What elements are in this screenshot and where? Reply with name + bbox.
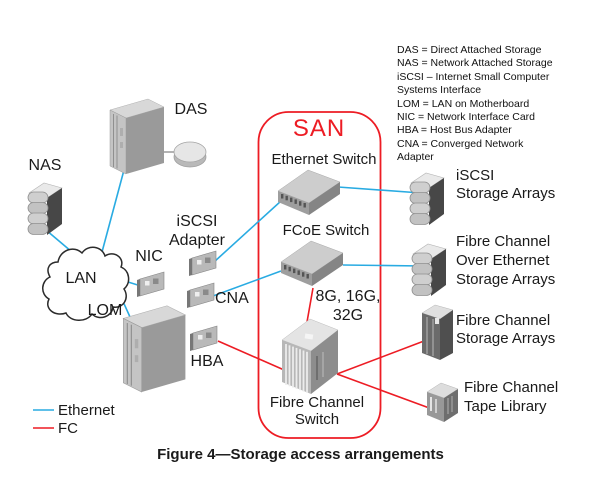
tape-library-label-line: Fibre Channel (464, 379, 559, 396)
link-server-lan (101, 169, 125, 253)
iscsi-adapter-card-icon (188, 250, 217, 277)
fc-switch-label: Fibre Channel Switch (255, 394, 379, 428)
nas-icon (27, 182, 63, 236)
link-hba-fc-switch (217, 340, 292, 374)
link-fc-switch-fc-arrays (336, 340, 425, 375)
cna-label: CNA (215, 290, 249, 307)
host-server-icon (122, 305, 186, 393)
link-fc-switch-tape-library (336, 373, 433, 410)
fcoe-switch-icon (280, 240, 344, 287)
iscsi-adapter-label: iSCSI Adapter (155, 212, 239, 250)
iscsi-adapter-label-line: iSCSI (176, 213, 218, 230)
glossary-line: DAS = Direct Attached Storage (397, 44, 542, 56)
tape-library-icon (426, 382, 459, 422)
legend-ethernet-label: Ethernet (58, 402, 115, 419)
fc-arrays-label-line: Storage Arrays (456, 330, 556, 347)
das-disk-icon (173, 141, 207, 168)
fc-arrays-icon (421, 304, 454, 360)
glossary-line: NAS = Network Attached Storage (397, 57, 553, 70)
fc-switch-icon (281, 318, 339, 394)
tape-library-label: Fibre Channel Tape Library (464, 378, 558, 416)
fcoe-switch-label: FCoE Switch (282, 222, 370, 239)
glossary-line: iSCSI – Internet Small Computer (397, 70, 550, 83)
hba-card-icon (189, 325, 218, 352)
legend-fc-label: FC (58, 420, 78, 437)
glossary-line: HBA = Host Bus Adapter (397, 124, 512, 137)
lan-cloud (42, 246, 130, 321)
iscsi-arrays-label-line: Storage Arrays (456, 185, 556, 202)
fc-arrays-label-line: Fibre Channel (456, 312, 551, 329)
iscsi-arrays-label-line: iSCSI (456, 167, 495, 184)
fc-speed-label: 8G, 16G, 32G (299, 287, 397, 325)
lom-label: LOM (87, 302, 123, 319)
glossary-line: CNA = Converged Network (397, 137, 524, 150)
hba-label: HBA (190, 353, 224, 370)
cna-card-icon (186, 282, 215, 309)
fcoe-arrays-label-line: Fibre Channel (456, 233, 551, 250)
lan-label: LAN (65, 270, 97, 287)
fcoe-arrays-label-line: Over Ethernet (456, 252, 550, 269)
fc-switch-label-line: Fibre Channel (269, 394, 365, 411)
glossary-line: Systems Interface (397, 84, 482, 97)
san-boundary (257, 111, 382, 439)
iscsi-arrays-icon (409, 172, 445, 226)
figure-caption: Figure 4—Storage access arrangements (157, 446, 444, 463)
fc-speed-line: 32G (332, 307, 364, 324)
iscsi-arrays-label: iSCSI Storage Arrays (456, 167, 555, 203)
link-iscsi-adapter-eth-switch (213, 200, 282, 263)
tape-library-label-line: Tape Library (464, 398, 547, 415)
link-nas-lan (45, 229, 73, 253)
glossary-line: Adapter (397, 151, 434, 164)
link-cna-fcoe-switch (212, 270, 282, 297)
fc-arrays-label: Fibre Channel Storage Arrays (456, 312, 555, 348)
ethernet-switch-icon (277, 169, 341, 216)
glossary-line: LOM = LAN on Motherboard (397, 97, 530, 110)
san-label: SAN (292, 115, 346, 142)
fcoe-arrays-icon (411, 243, 447, 297)
glossary-line: NIC = Network Interface Card (397, 111, 536, 124)
fcoe-arrays-label-line: Storage Arrays (456, 271, 556, 288)
nas-label: NAS (28, 157, 62, 174)
link-eth-switch-iscsi-arrays (337, 186, 422, 194)
link-fcoe-switch-fcoe-arrays (342, 264, 423, 267)
das-server-icon (109, 98, 165, 175)
fc-speed-line: 8G, 16G, (315, 288, 381, 305)
glossary: DAS = Direct Attached Storage NAS = Netw… (397, 44, 599, 165)
nic-label: NIC (135, 248, 163, 265)
nic-card-icon (136, 271, 165, 298)
iscsi-adapter-label-line: Adapter (168, 232, 226, 249)
ethernet-switch-label: Ethernet Switch (271, 151, 377, 168)
link-fcoe-switch-fc-switch (306, 287, 314, 323)
fc-switch-label-line: Switch (294, 411, 340, 428)
das-label: DAS (174, 101, 208, 118)
fcoe-arrays-label: Fibre Channel Over Ethernet Storage Arra… (456, 232, 555, 289)
